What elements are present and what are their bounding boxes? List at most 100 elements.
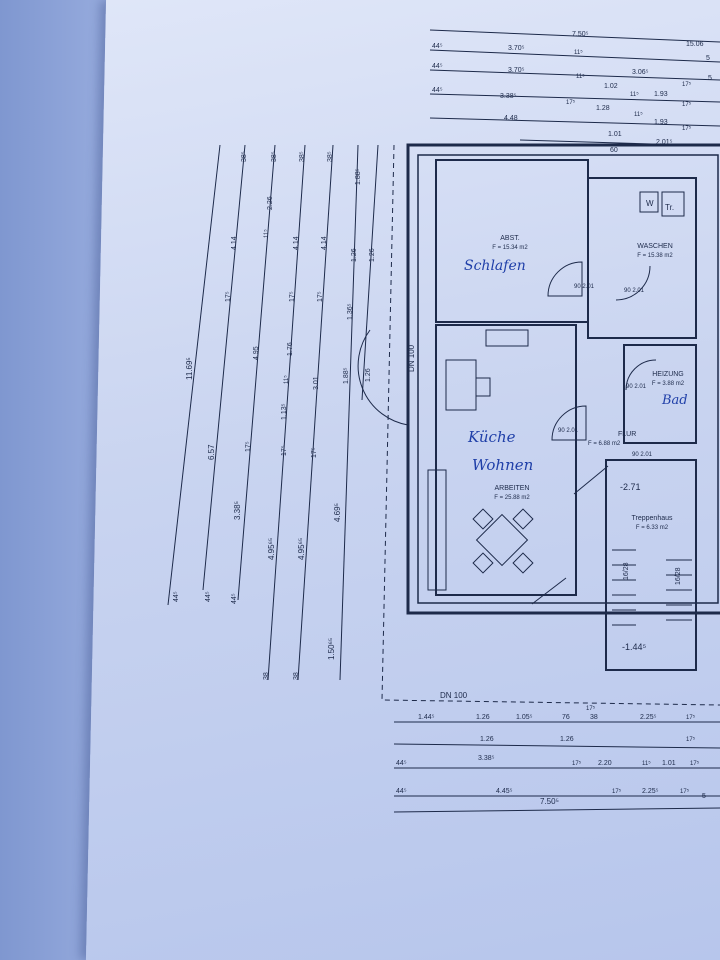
dim-top-3b: 3.70⁵ (508, 67, 525, 74)
dim-top-5b: 1.02 (604, 83, 618, 90)
dim-top-6a: 1.01 (608, 131, 622, 138)
dim-left-6d: 3.01 (313, 376, 320, 390)
dim-top-4d: 1.28 (596, 105, 610, 112)
outer-wall (406, 143, 720, 615)
area-flur: F = 6.88 m2 (588, 441, 621, 447)
level-1: -2.71 (620, 482, 641, 492)
dim-top-4a: 44⁵ (432, 87, 443, 94)
dim-left-3g: 44⁵ (231, 593, 238, 604)
dim-left-6e: 17⁵ (311, 447, 318, 458)
dim-bottom-1c: 1.05⁵ (516, 714, 533, 721)
dim-left-7d: 1.88⁵ (343, 367, 350, 384)
stair-left (612, 549, 636, 626)
door-arc-2 (615, 265, 651, 301)
label-treppenhaus: Treppenhaus (632, 515, 673, 522)
chair-2 (512, 508, 534, 530)
chair-1 (472, 508, 494, 530)
door-label-3: 90 2.01 (558, 428, 579, 434)
dim-bottom-4e: 17⁵ (680, 788, 690, 795)
door-arc-entry (357, 329, 409, 426)
dim-left-line-5 (297, 144, 334, 681)
dim-top-line-3 (429, 69, 720, 81)
chair-4 (512, 552, 534, 574)
dim-top-2d: 5 (706, 55, 710, 62)
dim-left-4g: 38 (263, 672, 270, 680)
door-arc-3 (551, 405, 587, 441)
arrow-2 (573, 465, 609, 495)
dim-left-5d: 1.76 (287, 342, 294, 356)
dim-left-7c: 1.36⁵ (347, 303, 354, 320)
dim-bottom-2a: 17⁵ (586, 705, 596, 712)
handwritten-bad: Bad (661, 393, 688, 408)
dining-table (475, 513, 529, 567)
dim-top-3f: 5 (708, 75, 712, 82)
door-label-4: 90 2.01 (626, 384, 647, 390)
dim-top-line-4 (429, 93, 720, 103)
dim-top-4g: 17⁵ (682, 125, 692, 132)
dim-left-6a: 38⁵ (327, 151, 334, 162)
dim-bottom-3f: 1.01 (662, 760, 676, 767)
dim-bottom-3d: 2.20 (598, 760, 612, 767)
arrow-1 (531, 577, 567, 605)
dim-left-6f: 1.50⁶⁵ (327, 638, 336, 660)
fixture-tr (661, 191, 685, 217)
dim-top-4f: 1.93 (654, 119, 668, 126)
label-schlafen: ABST. (500, 235, 520, 242)
dim-bottom-3b: 3.38⁵ (478, 755, 495, 762)
bench (427, 469, 447, 591)
dim-top-line-1 (429, 29, 720, 43)
dim-left-3d: 4.95 (253, 346, 260, 360)
dim-top-2b: 3.70⁵ (508, 45, 525, 52)
dim-top-2a: 44⁵ (432, 43, 443, 50)
dim-bottom-2d: 17⁵ (686, 736, 696, 743)
dim-bottom-3c: 17⁵ (572, 760, 582, 767)
dim-left-3e: 17⁵ (245, 441, 252, 452)
dim-bottom-4b: 4.45⁵ (496, 788, 513, 795)
dim-top-6c: 2.01⁵ (656, 139, 673, 146)
dim-top-4e: 11⁵ (634, 111, 643, 118)
text-stair-2: 16/28 (675, 567, 682, 585)
door-label-1: 90 2.01 (574, 284, 595, 290)
dim-bottom-5b: 5 (702, 793, 706, 800)
dim-left-line-3 (237, 144, 276, 601)
dim-top-3e: 17⁵ (682, 81, 692, 88)
text-dn-horizontal: DN 100 (440, 691, 468, 700)
dim-bottom-line-2 (393, 743, 720, 749)
dim-top-2c: 11⁵ (574, 49, 583, 56)
level-2: -1.44⁵ (622, 642, 647, 652)
dim-left-line-4 (267, 144, 306, 681)
dim-left-5b: 4.14 (293, 236, 300, 250)
dim-left-line-2 (202, 144, 246, 591)
label-waschen: WASCHEN (637, 243, 673, 250)
area-schlafen: F = 15.34 m2 (492, 245, 528, 251)
dim-bottom-1d: 76 (562, 714, 570, 721)
dim-bottom-3e: 11⁵ (642, 760, 651, 767)
counter (485, 329, 529, 347)
label-flur: FLUR (618, 431, 636, 438)
dim-left-line-1 (167, 144, 221, 606)
dim-left-1a: 11.69⁵ (185, 357, 194, 380)
dim-top-5d: 1.93 (654, 91, 668, 98)
dim-top-line-5 (429, 117, 720, 127)
dim-left-7e: 4.69⁵ (333, 503, 342, 522)
dim-left-7a: 1.88⁵ (355, 168, 362, 185)
dim-top-5c: 11⁵ (630, 91, 639, 98)
dim-left-3b: 4.14 (231, 236, 238, 250)
dim-bottom-1e: 38 (590, 714, 598, 721)
dim-left-line-7 (361, 144, 379, 401)
handwritten-wohnen: Wohnen (472, 456, 533, 474)
area-kueche: F = 25.88 m2 (494, 495, 530, 501)
handwritten-schlafen: Schlafen (464, 258, 526, 274)
label-kueche: ARBEITEN (494, 485, 529, 492)
dim-left-5f: 4.95⁶⁵ (297, 538, 306, 560)
dim-left-4c: 11⁵ (263, 229, 270, 238)
door-label-2: 90 2.01 (624, 288, 645, 294)
dim-top-4c: 17⁵ (566, 99, 576, 106)
dim-bottom-2c: 1.26 (560, 736, 574, 743)
handwritten-kueche: Küche (467, 428, 516, 446)
door-arc-4 (625, 359, 657, 391)
dim-left-5e: 11⁵ (283, 375, 290, 384)
dim-bottom-4d: 2.25⁵ (642, 788, 659, 795)
dim-bottom-4a: 44⁵ (396, 788, 407, 795)
dim-top-5e: 17⁵ (682, 101, 692, 108)
